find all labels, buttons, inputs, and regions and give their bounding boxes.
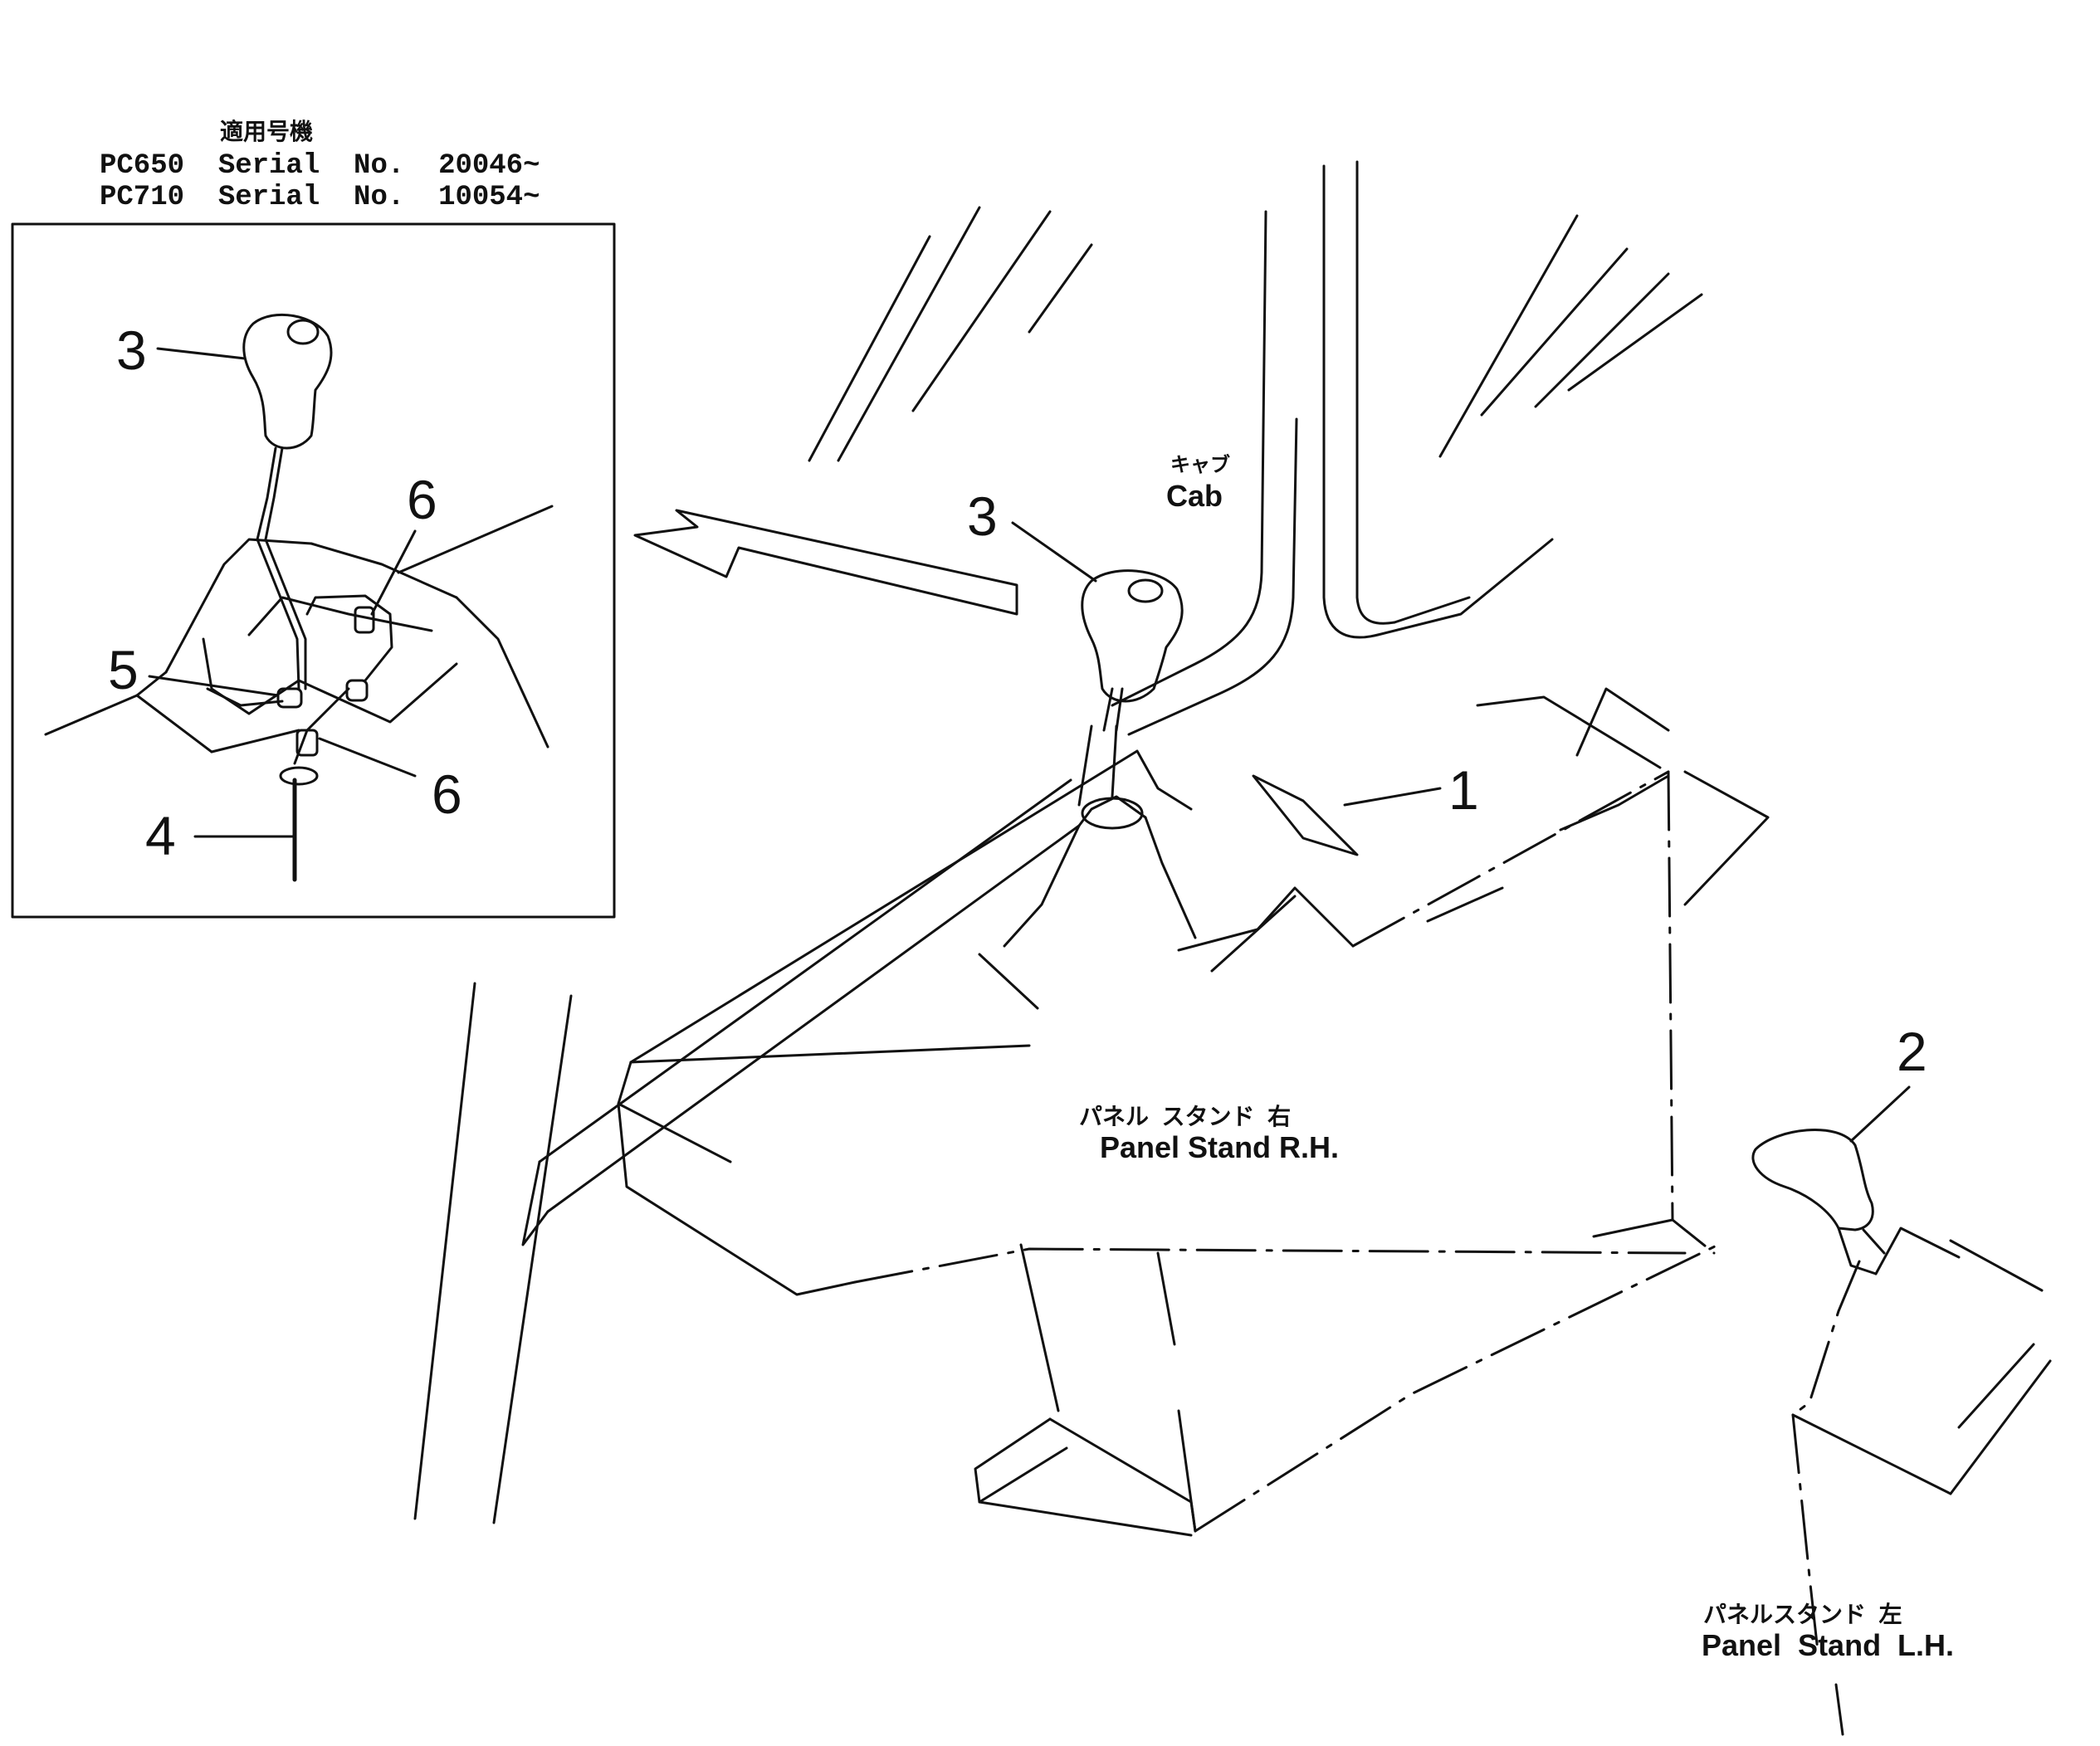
callout-5: 5 xyxy=(108,639,139,700)
leader-2 xyxy=(1849,1085,1911,1143)
leader-6-lower xyxy=(318,737,417,778)
knob-detail-3 xyxy=(242,313,333,450)
callout-4: 4 xyxy=(145,805,176,866)
detail-inset xyxy=(11,222,616,919)
serial-line-pc710: PC710 Serial No. 10054~ xyxy=(100,182,540,213)
callout-2: 2 xyxy=(1897,1021,1927,1082)
callout-3-detail: 3 xyxy=(116,319,147,381)
serial-line-pc650: PC650 Serial No. 20046~ xyxy=(100,150,540,182)
callout-1: 1 xyxy=(1448,759,1479,821)
callout-6-upper: 6 xyxy=(407,469,437,530)
leader-5 xyxy=(148,675,280,697)
leader-3-detail xyxy=(156,347,247,360)
plate-part-1 xyxy=(1252,774,1359,856)
panel-stand-rh-en: Panel Stand R.H. xyxy=(1100,1130,1339,1164)
callout-3-main: 3 xyxy=(967,485,998,547)
leader-6-upper xyxy=(370,529,417,616)
panel-stand-lh xyxy=(1751,1129,2052,1736)
panel-stand-lh-jp: パネルスタンド 左 xyxy=(1703,1602,1902,1627)
cab-label-jp: キャブ xyxy=(1170,453,1230,476)
pointer-arrow xyxy=(633,509,1018,616)
leader-1 xyxy=(1343,787,1442,807)
panel-stand-rh-jp: パネル スタンド 右 xyxy=(1079,1104,1291,1129)
main-assembly xyxy=(413,160,1770,1537)
callout-6-lower: 6 xyxy=(432,763,462,825)
leader-3-main xyxy=(1011,521,1097,583)
panel-stand-lh-en: Panel Stand L.H. xyxy=(1702,1628,1954,1662)
applicable-models-title: 適用号機 xyxy=(220,118,313,144)
cab-label-en: Cab xyxy=(1166,479,1223,513)
knob-main-3 xyxy=(1081,569,1184,703)
inset-frame xyxy=(11,222,616,919)
